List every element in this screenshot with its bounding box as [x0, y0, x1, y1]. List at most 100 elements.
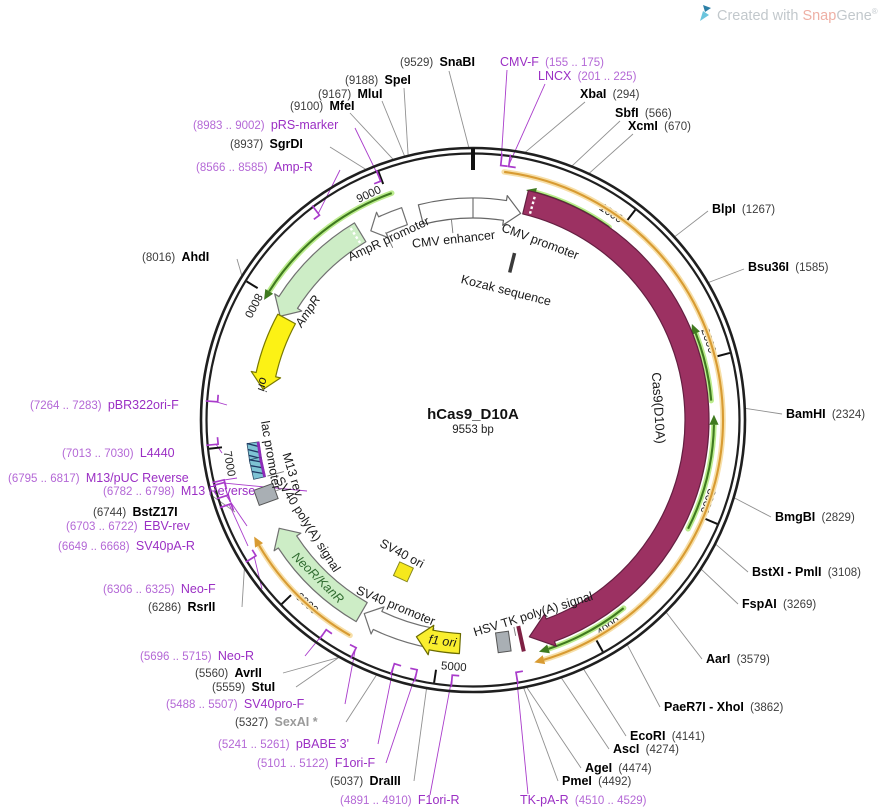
- site-label-aari[interactable]: AarI (3579): [706, 652, 770, 666]
- hsv-tk-polya-box[interactable]: [494, 630, 512, 654]
- site-label-lncx[interactable]: LNCX (201 .. 225): [538, 69, 637, 83]
- feature-label-cas9-d10a[interactable]: Cas9(D10A): [649, 372, 669, 444]
- site-label-ahdi[interactable]: (8016) AhdI: [142, 250, 209, 264]
- pointer-line-bsu36i: [708, 268, 745, 283]
- pointer-line-sbfi: [571, 120, 621, 167]
- site-label-neo-r[interactable]: (5696 .. 5715) Neo-R: [140, 649, 254, 663]
- primer-mark-f1ori-r[interactable]: [450, 674, 460, 688]
- pointer-line-spei: [403, 87, 409, 155]
- sv40-ori-box[interactable]: [392, 561, 415, 583]
- site-label-pbabe-3[interactable]: (5241 .. 5261) pBABE 3': [218, 737, 349, 751]
- site-label-snabi[interactable]: (9529) SnaBI: [400, 55, 475, 69]
- site-label-pmei[interactable]: PmeI (4492): [562, 774, 632, 788]
- hsv-tk-polya-bar[interactable]: [516, 625, 526, 652]
- site-label-ebv-rev[interactable]: (6703 .. 6722) EBV-rev: [66, 519, 190, 533]
- site-label-agei[interactable]: AgeI (4474): [585, 761, 652, 775]
- site-label-amp-r[interactable]: (8566 .. 8585) Amp-R: [196, 160, 313, 174]
- feature-label-f1-ori[interactable]: f1 ori: [428, 632, 459, 650]
- ring-tick: [280, 594, 292, 605]
- site-label-bsu36i[interactable]: Bsu36I (1585): [748, 260, 829, 274]
- primer-mark-pbabe-3[interactable]: [389, 662, 402, 678]
- ring-tick: [717, 351, 731, 358]
- cas9-arrow[interactable]: [522, 189, 710, 647]
- watermark-text: Created with SnapGene®: [717, 6, 878, 24]
- orf-green-3[interactable]: [685, 414, 719, 532]
- ampr-promoter-arrow[interactable]: [370, 207, 408, 239]
- site-label-mfei[interactable]: (9100) MfeI: [290, 99, 355, 113]
- f1-ori-arrow[interactable]: [415, 624, 462, 656]
- primer-mark-neo-f[interactable]: [242, 549, 258, 563]
- feature-label-cmv-enhancer[interactable]: CMV enhancer: [411, 228, 495, 251]
- primer-mark-sv40pro-f[interactable]: [344, 643, 358, 659]
- site-label-xbai[interactable]: XbaI (294): [580, 87, 640, 101]
- ampr-arrow[interactable]: [274, 222, 367, 317]
- site-label-paer7i-xhoi[interactable]: PaeR7I - XhoI (3862): [664, 700, 784, 714]
- site-label-sbfi[interactable]: SbfI (566): [615, 106, 672, 120]
- site-label-sv40pa-r[interactable]: (6649 .. 6668) SV40pA-R: [58, 539, 195, 553]
- primer-mark-sv40pa-r[interactable]: [219, 502, 235, 515]
- site-label-sv40pro-f[interactable]: (5488 .. 5507) SV40pro-F: [166, 697, 305, 711]
- primer-mark-l4440[interactable]: [206, 437, 220, 447]
- site-label-mlui[interactable]: (9167) MluI: [318, 87, 383, 101]
- site-label-stui[interactable]: (5559) StuI: [212, 680, 275, 694]
- site-label-l4440[interactable]: (7013 .. 7030) L4440: [62, 446, 175, 460]
- site-label-ecori[interactable]: EcoRI (4141): [630, 729, 705, 743]
- primer-mark-cmv-f[interactable]: [499, 153, 509, 168]
- primer-mark-pbr322ori-f[interactable]: [205, 394, 219, 403]
- feature-connector: [385, 232, 394, 248]
- site-label-cmv-f[interactable]: CMV-F (155 .. 175): [500, 55, 604, 69]
- site-label-asci[interactable]: AscI (4274): [613, 742, 679, 756]
- pointer-line-stui: [295, 657, 339, 688]
- primer-mark-ebv-rev[interactable]: [216, 494, 232, 505]
- site-label-spei[interactable]: (9188) SpeI: [345, 73, 411, 87]
- primer-mark-prs-marker[interactable]: [370, 169, 382, 185]
- feature-label-ori[interactable]: ori: [254, 376, 270, 393]
- site-label-m13-puc-reverse[interactable]: (6795 .. 6817) M13/pUC Reverse: [8, 471, 189, 485]
- site-label-bstxi-pmli[interactable]: BstXI - PmlI (3108): [752, 565, 861, 579]
- snapgene-logo-icon: [698, 4, 713, 26]
- primer-mark-neo-r[interactable]: [318, 628, 333, 644]
- feature-label-kozak-sequence[interactable]: Kozak sequence: [460, 272, 553, 308]
- site-label-pbr322ori-f[interactable]: (7264 .. 7283) pBR322ori-F: [30, 398, 179, 412]
- orf-cas9-outer[interactable]: [501, 169, 726, 665]
- pointer-line-ahdi: [236, 258, 243, 276]
- m13-rev-box[interactable]: [248, 456, 266, 480]
- orf-green-4[interactable]: [538, 605, 627, 654]
- primer-mark-tk-pa-r[interactable]: [515, 670, 525, 685]
- site-label-neo-f[interactable]: (6306 .. 6325) Neo-F: [103, 582, 216, 596]
- site-label-rsrii[interactable]: (6286) RsrII: [148, 600, 215, 614]
- site-label-sgrdi[interactable]: (8937) SgrDI: [230, 137, 303, 151]
- site-label-bamhi[interactable]: BamHI (2324): [786, 407, 865, 421]
- site-label-fspai[interactable]: FspAI (3269): [742, 597, 816, 611]
- primer-mark-lncx[interactable]: [507, 154, 518, 169]
- site-label-avrii[interactable]: (5560) AvrII: [195, 666, 262, 680]
- snapgene-watermark[interactable]: Created with SnapGene®: [698, 4, 878, 26]
- site-label-prs-marker[interactable]: (8983 .. 9002) pRS-marker: [193, 118, 338, 132]
- primer-mark-f1ori-f[interactable]: [408, 667, 419, 682]
- site-label-bstz17i[interactable]: (6744) BstZ17I: [93, 505, 178, 519]
- ori-arrow[interactable]: [250, 313, 297, 390]
- sv40-polya-box[interactable]: [253, 482, 279, 506]
- origin-tick: [471, 148, 475, 170]
- pointer-line-sv40pa-r: [228, 504, 249, 547]
- ring-tick-label: 7000: [221, 450, 237, 477]
- feature-connector: [450, 219, 454, 234]
- kozak-tick[interactable]: [508, 252, 517, 273]
- cmv-enhancer-promoter-arrow[interactable]: [417, 194, 522, 226]
- pointer-line-blpi: [674, 210, 709, 237]
- site-label-draiii[interactable]: (5037) DraIII: [330, 774, 401, 788]
- site-label-tk-pa-r[interactable]: TK-pA-R (4510 .. 4529): [520, 793, 647, 807]
- site-label-sexai[interactable]: (5327) SexAI *: [235, 715, 318, 729]
- orf-ampr[interactable]: [264, 190, 395, 300]
- neor-kanr-arrow[interactable]: [273, 527, 368, 623]
- site-label-f1ori-f[interactable]: (5101 .. 5122) F1ori-F: [257, 756, 376, 770]
- site-label-m13-reverse[interactable]: (6782 .. 6798) M13 Reverse: [103, 484, 255, 498]
- site-label-bmgbi[interactable]: BmgBI (2829): [775, 510, 855, 524]
- orf-neor-outer[interactable]: [254, 536, 353, 639]
- primer-mark-amp-r[interactable]: [307, 205, 321, 221]
- primer-mark-m13-puc-reverse[interactable]: [212, 478, 227, 490]
- site-label-xcmi[interactable]: XcmI (670): [628, 119, 691, 133]
- site-label-blpi[interactable]: BlpI (1267): [712, 202, 775, 216]
- site-label-f1ori-r[interactable]: (4891 .. 4910) F1ori-R: [340, 793, 460, 807]
- orf-green-2[interactable]: [691, 324, 714, 404]
